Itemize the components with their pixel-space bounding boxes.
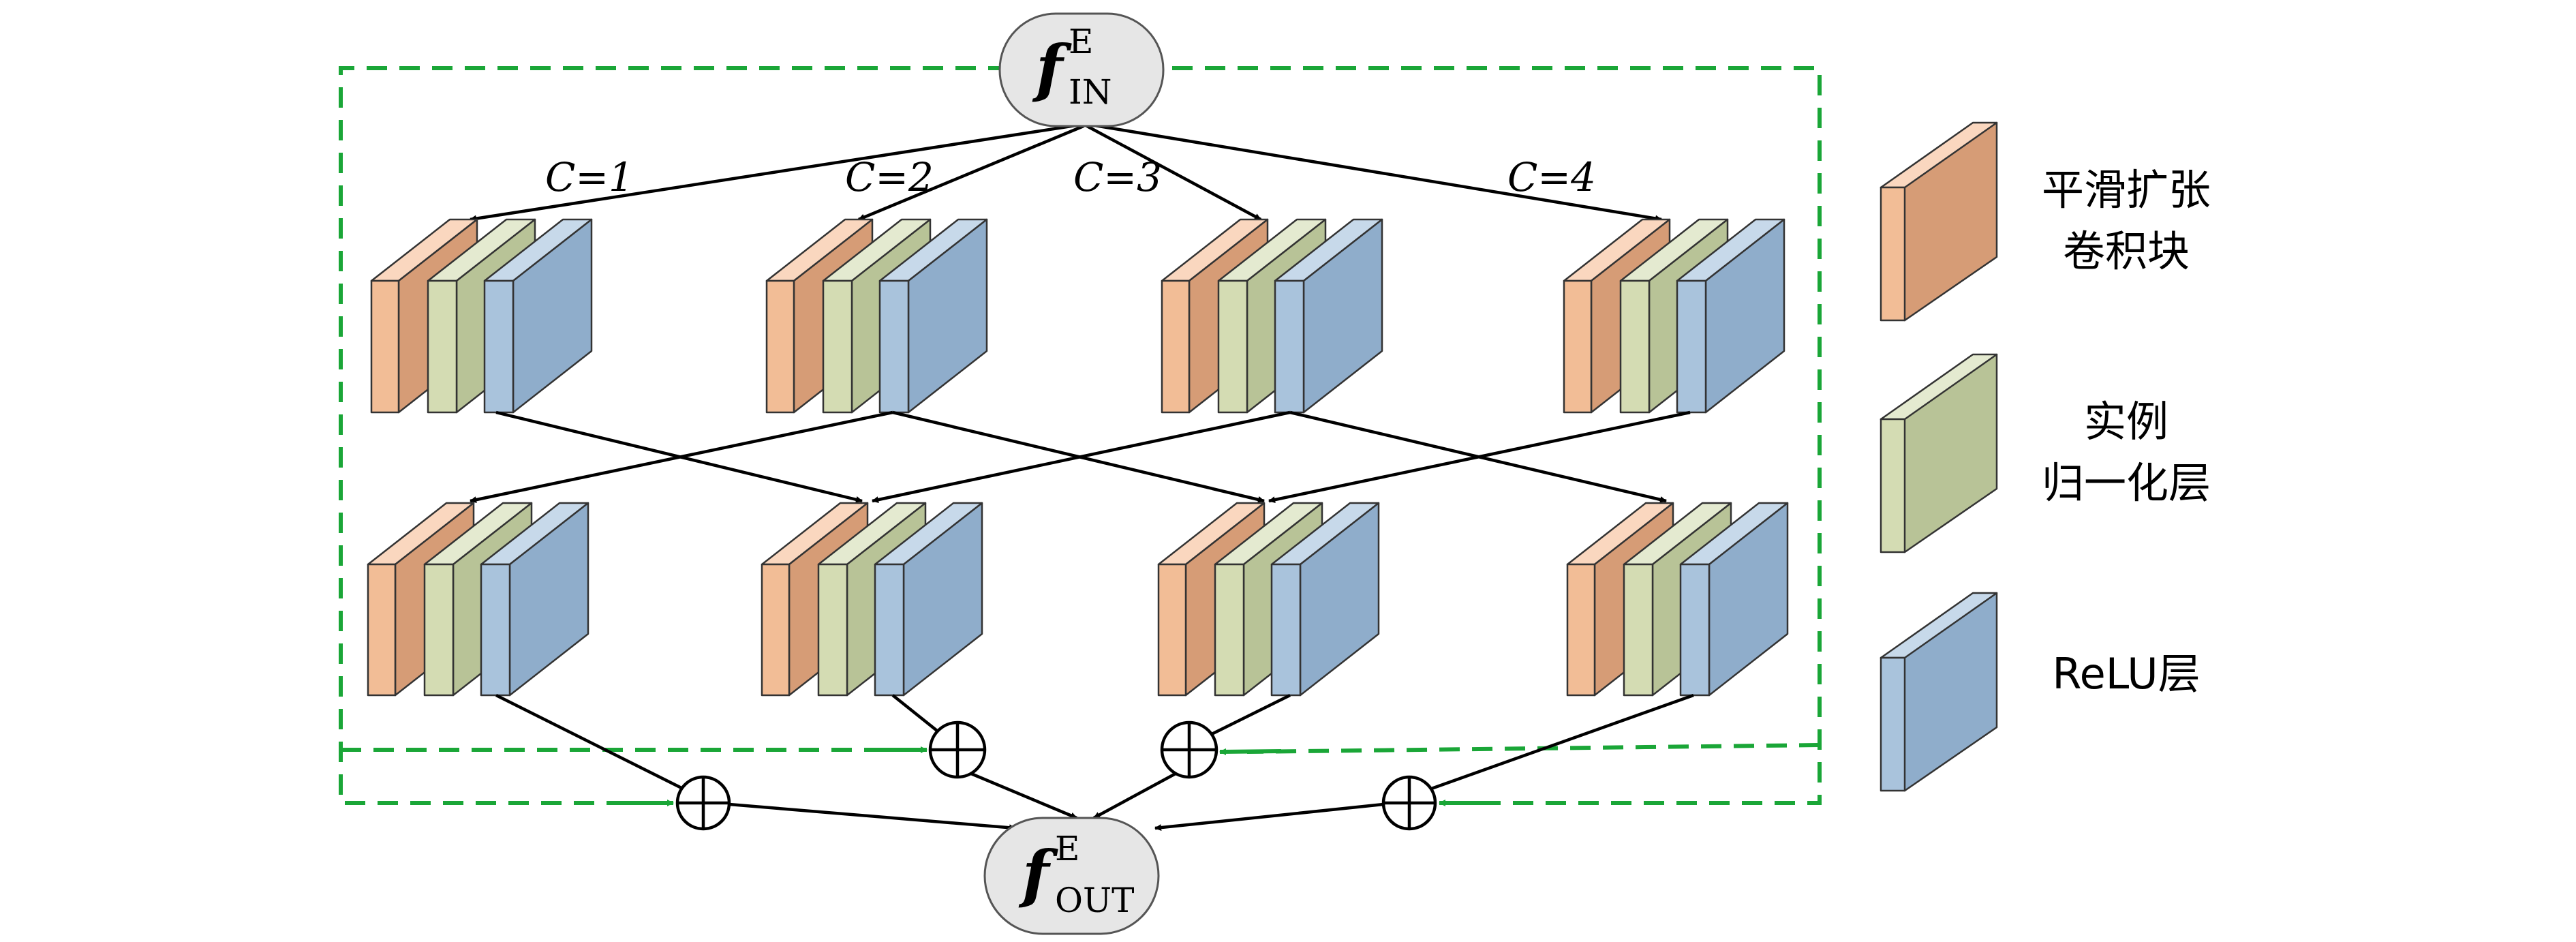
skip-arrows	[613, 746, 1499, 806]
cross-arrow-2	[470, 410, 893, 504]
relu-layer	[1274, 279, 1305, 414]
output-arrow-4	[1154, 802, 1384, 832]
conv-layer	[1566, 563, 1596, 697]
legend-swatch-relu	[1880, 656, 1906, 792]
input-node-superscript: E	[1069, 22, 1094, 61]
block-row1-c1	[370, 218, 593, 414]
legend	[1880, 121, 1998, 792]
row2-arrow-c2	[891, 694, 945, 738]
norm-layer	[1217, 279, 1248, 414]
skip-frame-top-left	[339, 66, 1009, 805]
skip-arrow-to-add-3	[1219, 748, 1282, 755]
legend-swatch-conv	[1880, 186, 1906, 322]
relu-layer	[480, 563, 511, 697]
conv-layer	[761, 563, 791, 697]
conv-layer	[765, 279, 795, 414]
block-row2-c4	[1566, 502, 1789, 697]
output-node-superscript: E	[1055, 829, 1080, 868]
norm-layer	[427, 279, 458, 414]
output-arrow-1	[729, 802, 1016, 832]
norm-layer	[423, 563, 455, 697]
legend-label-norm-line1: 实例	[2084, 397, 2168, 446]
legend-item-relu	[1880, 592, 1998, 792]
relu-layer	[1679, 563, 1711, 697]
legend-label-conv-line2: 卷积块	[2063, 226, 2190, 276]
row2-arrow-c3	[1204, 693, 1291, 740]
input-arrow-c4	[1090, 123, 1662, 222]
add-node-1	[675, 775, 731, 831]
output-node-shape	[983, 817, 1160, 935]
branch-labels: C=1 C=2 C=3 C=4	[545, 154, 1596, 200]
norm-layer	[1619, 279, 1651, 414]
output-arrow-3	[1092, 772, 1177, 819]
block-row2-c2	[761, 502, 983, 697]
cross-arrows	[470, 410, 1691, 504]
input-arrows	[470, 123, 1662, 222]
legend-labels: 平滑扩张 卷积块 实例 归一化层 ReLU层	[2042, 165, 2211, 699]
input-node-subscript: IN	[1069, 72, 1112, 112]
skip-frame-top-right	[1172, 66, 1822, 805]
row2-to-add-arrows	[495, 693, 1694, 793]
branch-label-c2: C=2	[845, 154, 934, 200]
skip-connection-box	[339, 66, 1822, 805]
add-node-2	[928, 720, 987, 779]
input-arrow-c1	[470, 123, 1081, 222]
conv-layer	[370, 279, 400, 414]
add-node-3	[1160, 720, 1218, 779]
conv-layer	[1563, 279, 1593, 414]
block-row2-c1	[367, 502, 589, 697]
block-row1-c4	[1563, 218, 1785, 414]
output-arrow-2	[970, 772, 1077, 820]
legend-swatch-norm	[1880, 418, 1906, 553]
block-row1-c2	[765, 218, 988, 414]
norm-layer	[822, 279, 853, 414]
row2-arrow-c1	[495, 693, 688, 793]
relu-layer	[1676, 279, 1707, 414]
norm-layer	[1623, 563, 1654, 697]
block-row1-c3	[1161, 218, 1383, 414]
add-node-4	[1381, 775, 1437, 831]
block-row2-c3	[1157, 502, 1380, 697]
legend-label-norm-line2: 归一化层	[2042, 458, 2211, 508]
input-arrow-c3	[1086, 125, 1262, 221]
conv-layer	[1157, 563, 1187, 697]
output-arrows	[729, 772, 1384, 832]
input-node: f E IN	[998, 12, 1165, 127]
cross-arrow-4	[872, 410, 1291, 504]
cross-arrow-6	[1268, 410, 1691, 504]
relu-layer	[878, 279, 910, 414]
skip-line-inner-right	[1246, 743, 1820, 754]
conv-layer	[1161, 279, 1191, 414]
input-node-shape	[998, 12, 1165, 127]
input-arrow-c2	[858, 124, 1084, 222]
conv-layer	[367, 563, 397, 697]
relu-layer	[483, 279, 515, 414]
output-node-subscript: OUT	[1055, 881, 1134, 920]
branch-label-c4: C=4	[1507, 154, 1596, 200]
legend-item-conv	[1880, 121, 1998, 322]
legend-label-relu: ReLU层	[2052, 649, 2200, 699]
output-node: f E OUT	[983, 817, 1160, 935]
row-2-blocks	[367, 502, 1789, 697]
relu-layer	[1270, 563, 1302, 697]
norm-layer	[817, 563, 848, 697]
relu-layer	[874, 563, 905, 697]
branch-label-c3: C=3	[1073, 154, 1162, 200]
add-nodes	[675, 720, 1437, 831]
legend-item-norm	[1880, 353, 1998, 553]
legend-label-conv-line1: 平滑扩张	[2042, 165, 2211, 215]
norm-layer	[1214, 563, 1245, 697]
row-1-blocks	[370, 218, 1785, 414]
row2-arrow-c4	[1425, 693, 1694, 793]
branch-label-c1: C=1	[545, 154, 634, 200]
